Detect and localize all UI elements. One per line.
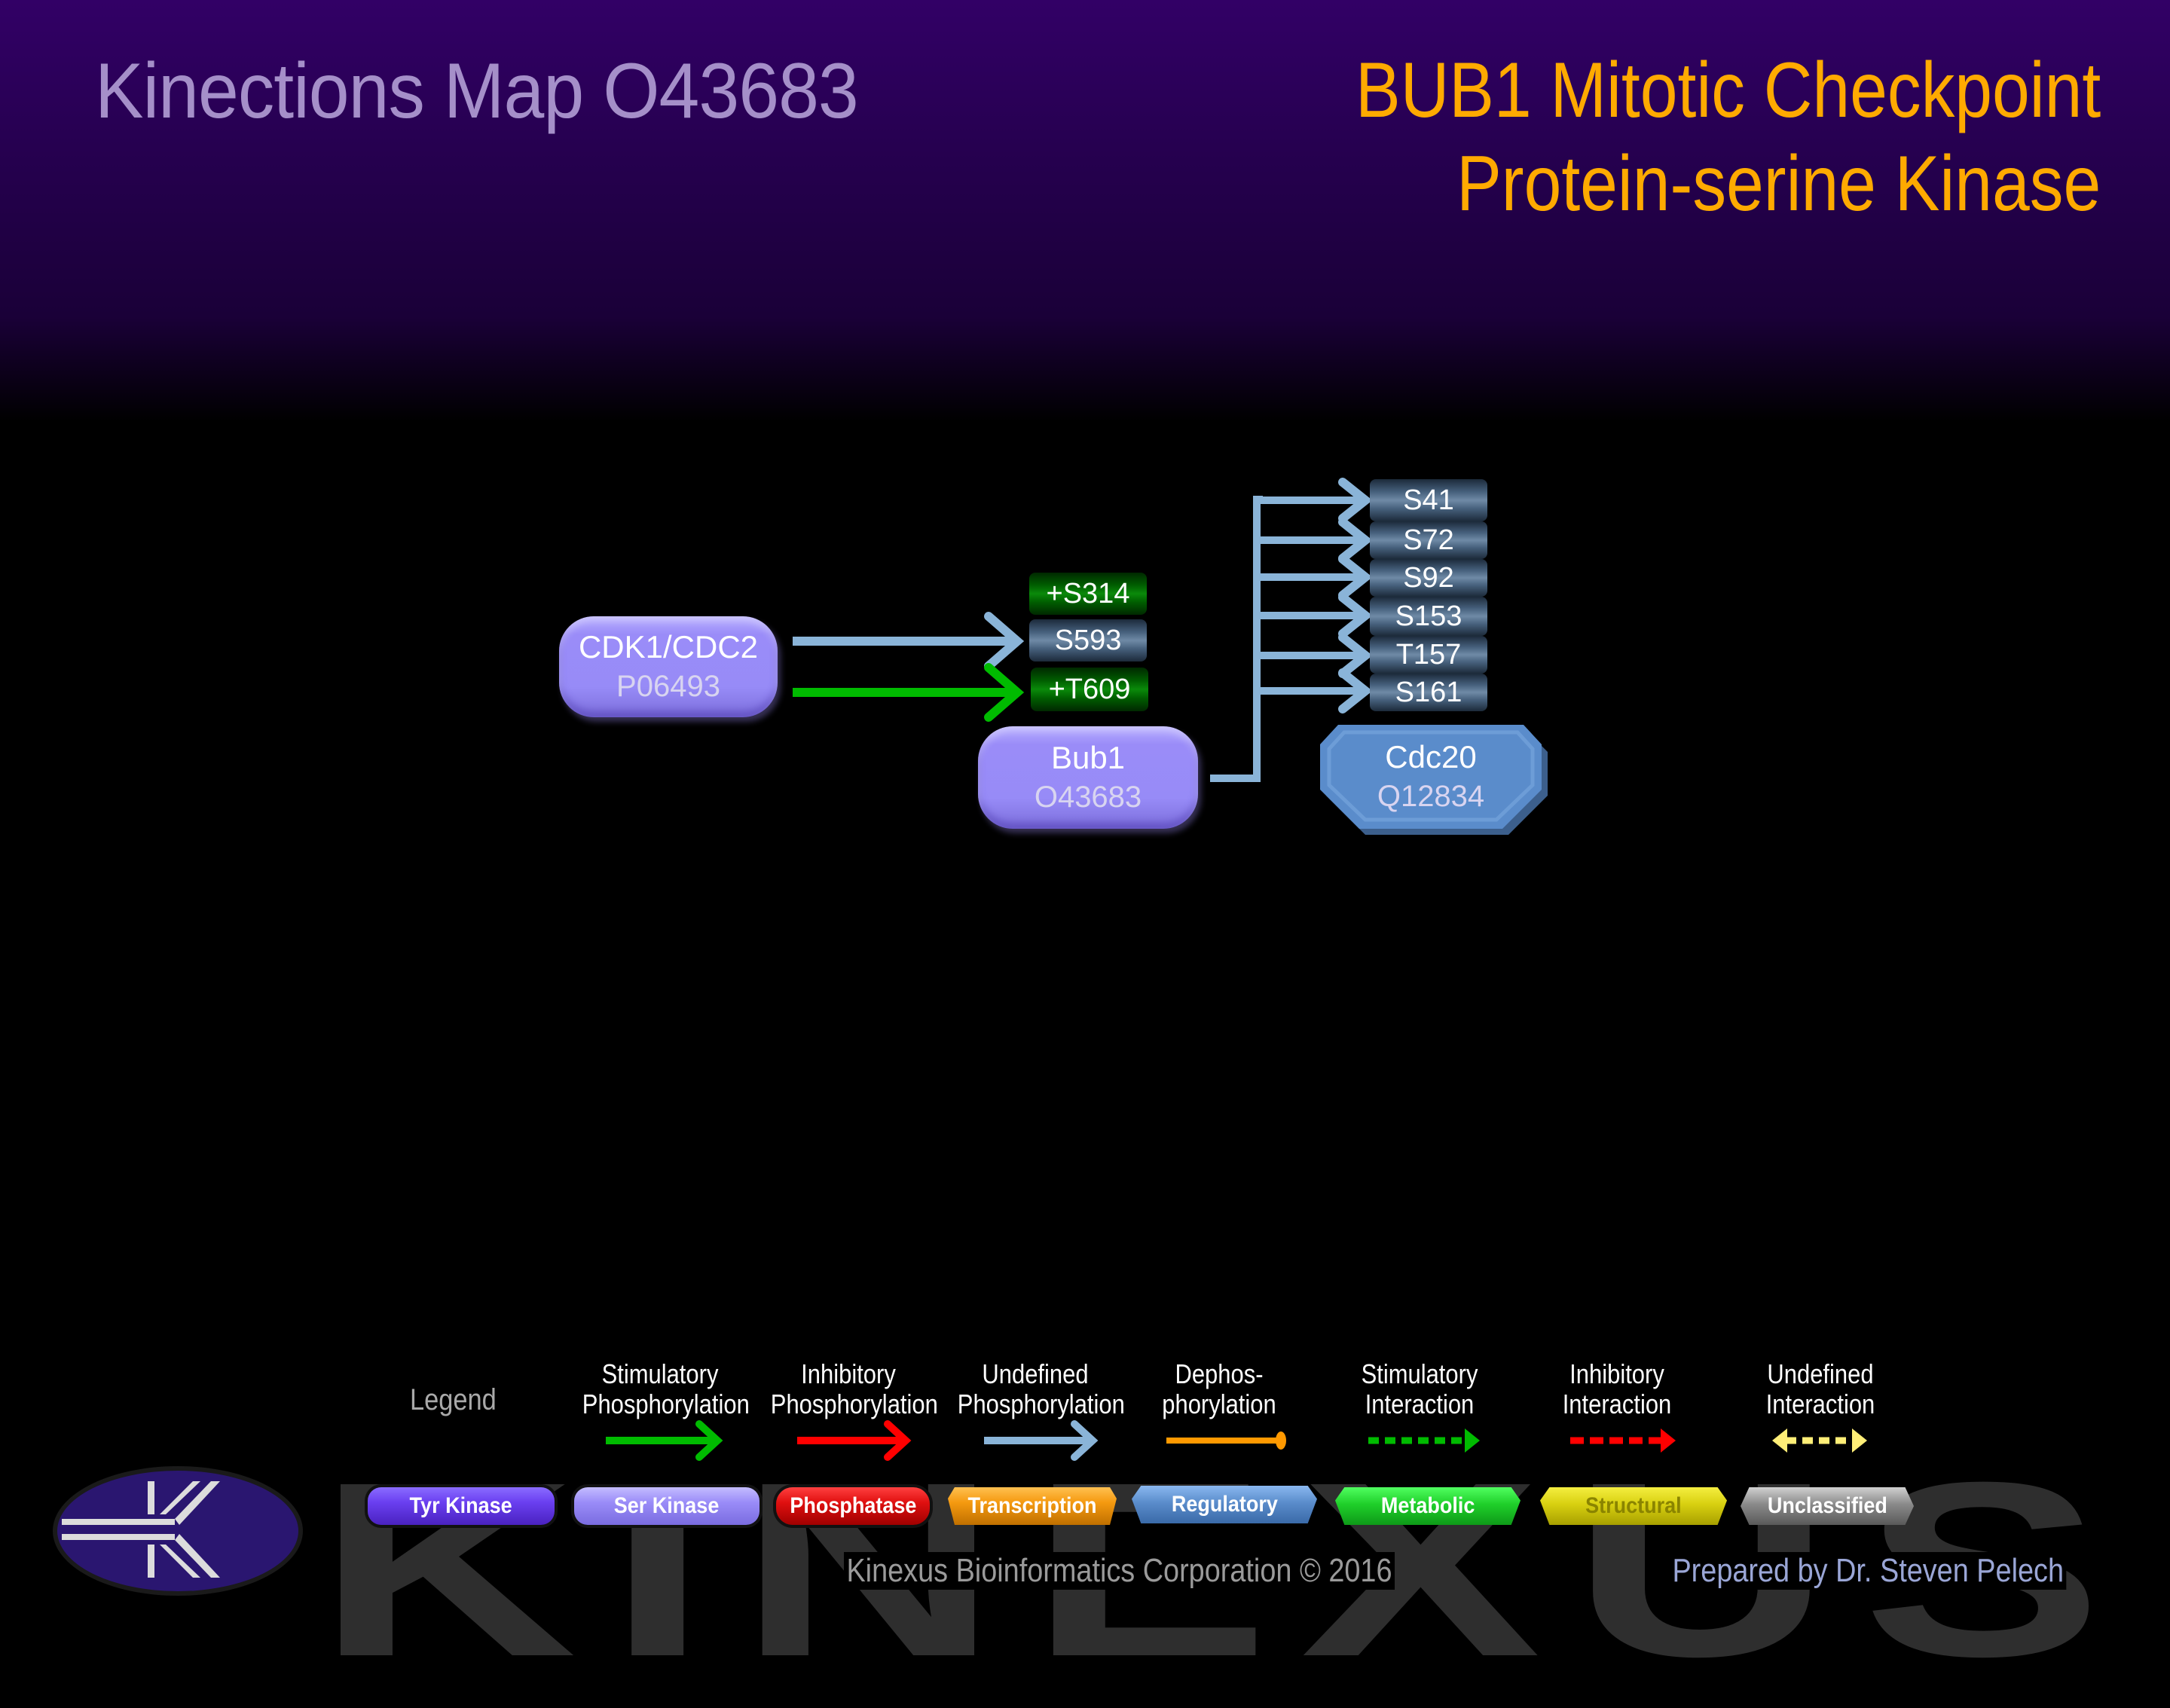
protein-title: BUB1 Mitotic Checkpoint Protein-serine K… (1355, 44, 2101, 231)
legend-category-structural: Structural (1540, 1487, 1727, 1525)
prepared-by-text: Prepared by Dr. Steven Pelech (1670, 1552, 2067, 1590)
legend-arrow-inhibitory-interaction (1570, 1428, 1676, 1453)
edge-bub1-cdc20 (1210, 496, 1362, 782)
legend-label-stimulatory-interaction: Stimulatory Interaction (1342, 1359, 1497, 1419)
legend-label-line2: Phosphorylation (957, 1389, 1125, 1419)
node-cdk1-name: CDK1/CDC2 (578, 629, 759, 665)
legend-category-label: Phosphatase (789, 1493, 917, 1518)
legend-label-line2: Phosphorylation (770, 1389, 938, 1419)
legend-label-line1: Inhibitory (1569, 1358, 1664, 1389)
legend-category-tyr-kinase: Tyr Kinase (368, 1487, 555, 1525)
legend-category-label: Structural (1585, 1493, 1682, 1518)
legend-category-label: Unclassified (1767, 1493, 1887, 1518)
node-cdk1[interactable]: CDK1/CDC2 P06493 (559, 616, 778, 717)
cdc20-node-shape (1320, 725, 1548, 835)
legend-label-line2: Interaction (1562, 1389, 1672, 1419)
legend-arrow-stimulatory-interaction (1368, 1428, 1480, 1453)
node-cdk1-accession: P06493 (616, 670, 720, 703)
site-cdc20-s161[interactable]: S161 (1370, 674, 1487, 711)
site-bub1-s314[interactable]: +S314 (1029, 573, 1147, 615)
legend-label-line1: Dephos- (1175, 1358, 1264, 1389)
legend-category-phosphatase: Phosphatase (776, 1487, 930, 1525)
node-bub1[interactable]: Bub1 O43683 (978, 726, 1198, 829)
legend-category-label: Regulatory (1171, 1492, 1278, 1517)
legend-title: Legend (410, 1383, 497, 1416)
protein-title-line2: Protein-serine Kinase (1456, 140, 2101, 228)
legend-category-transcription: Transcription (948, 1487, 1117, 1525)
copyright-text: Kinexus Bioinformatics Corporation © 201… (844, 1552, 1395, 1590)
node-cdc20[interactable]: Cdc20 Q12834 (1320, 725, 1542, 829)
legend-label-line1: Undefined (1767, 1358, 1874, 1389)
site-cdc20-t157[interactable]: T157 (1370, 636, 1487, 674)
legend-label-line1: Undefined (982, 1358, 1089, 1389)
legend-category-regulatory: Regulatory (1132, 1486, 1317, 1523)
site-cdc20-s41[interactable]: S41 (1370, 479, 1487, 521)
legend-arrow-stimulatory-phosphorylation (606, 1420, 723, 1461)
legend-label-dephosphorylation: Dephos- phorylation (1142, 1359, 1297, 1419)
edge-cdk1-s593 (793, 612, 1025, 671)
node-cdc20-name: Cdc20 (1385, 739, 1477, 775)
legend-label-inhibitory-interaction: Inhibitory Interaction (1539, 1359, 1695, 1419)
legend-label-line1: Stimulatory (601, 1358, 719, 1389)
legend-arrow-undefined-phosphorylation (984, 1420, 1099, 1461)
legend-label-line1: Stimulatory (1361, 1358, 1478, 1389)
site-bub1-t609[interactable]: +T609 (1031, 668, 1148, 711)
legend-label-inhibitory-phosphorylation: Inhibitory Phosphorylation (770, 1358, 938, 1419)
site-bub1-s593[interactable]: S593 (1029, 619, 1147, 662)
legend-arrow-undefined-interaction (1772, 1428, 1867, 1453)
legend-label-undefined-phosphorylation: Undefined Phosphorylation (957, 1358, 1125, 1419)
legend-category-label: Transcription (967, 1493, 1097, 1518)
legend-category-label: Tyr Kinase (409, 1493, 513, 1518)
legend-label-line2: phorylation (1162, 1389, 1276, 1419)
node-bub1-accession: O43683 (1034, 781, 1142, 814)
legend-category-label: Metabolic (1380, 1493, 1475, 1518)
arrowheads-cdc20 (1338, 478, 1373, 713)
kinexus-logo-icon (53, 1466, 303, 1596)
edge-cdk1-t609 (793, 663, 1025, 722)
legend-label-undefined-interaction: Undefined Interaction (1743, 1359, 1898, 1419)
node-cdc20-accession: Q12834 (1377, 780, 1485, 813)
map-title: Kinections Map O43683 (95, 47, 859, 135)
legend-label-stimulatory-phosphorylation: Stimulatory Phosphorylation (582, 1358, 750, 1419)
legend-label-line2: Interaction (1365, 1389, 1475, 1419)
node-bub1-name: Bub1 (1050, 740, 1126, 775)
legend-label-line2: Interaction (1765, 1389, 1875, 1419)
legend-arrow-dephosphorylation (1166, 1431, 1286, 1450)
header-banner (0, 0, 2170, 422)
legend-category-metabolic: Metabolic (1335, 1487, 1521, 1525)
site-cdc20-s72[interactable]: S72 (1370, 521, 1487, 559)
legend-label-line2: Phosphorylation (582, 1389, 750, 1419)
site-cdc20-s92[interactable]: S92 (1370, 559, 1487, 597)
protein-title-line1: BUB1 Mitotic Checkpoint (1355, 47, 2101, 134)
legend-category-ser-kinase: Ser Kinase (574, 1487, 760, 1525)
legend-category-label: Ser Kinase (614, 1493, 720, 1518)
legend-label-line1: Inhibitory (801, 1358, 896, 1389)
legend-category-unclassified: Unclassified (1741, 1487, 1914, 1525)
site-cdc20-s153[interactable]: S153 (1370, 597, 1487, 636)
legend-arrow-inhibitory-phosphorylation (797, 1420, 912, 1461)
edge-layer (606, 478, 1867, 1461)
